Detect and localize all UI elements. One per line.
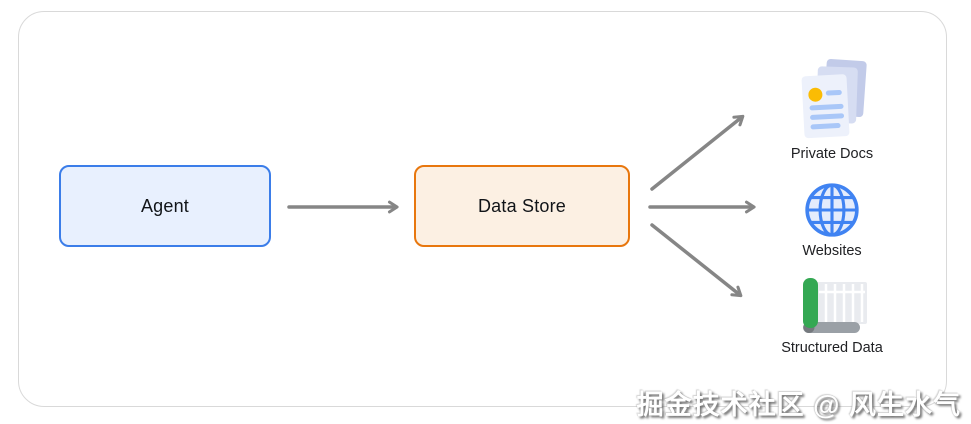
node-agent: Agent	[59, 165, 271, 247]
target-structured-data: Structured Data	[752, 278, 912, 356]
websites-label: Websites	[802, 243, 862, 259]
watermark-text: 掘金技术社区 @ 风生水气	[636, 390, 961, 420]
target-websites: Websites	[752, 181, 912, 259]
websites-globe-icon	[805, 183, 859, 237]
target-private-docs: Private Docs	[752, 58, 912, 162]
node-data-store-label: Data Store	[477, 195, 567, 216]
structured-data-icon	[803, 278, 867, 333]
structured-data-label: Structured Data	[781, 340, 883, 356]
node-agent-label: Agent	[140, 195, 190, 216]
private-docs-icon	[801, 58, 867, 139]
node-data-store: Data Store	[414, 165, 630, 247]
private-docs-label: Private Docs	[790, 146, 874, 162]
